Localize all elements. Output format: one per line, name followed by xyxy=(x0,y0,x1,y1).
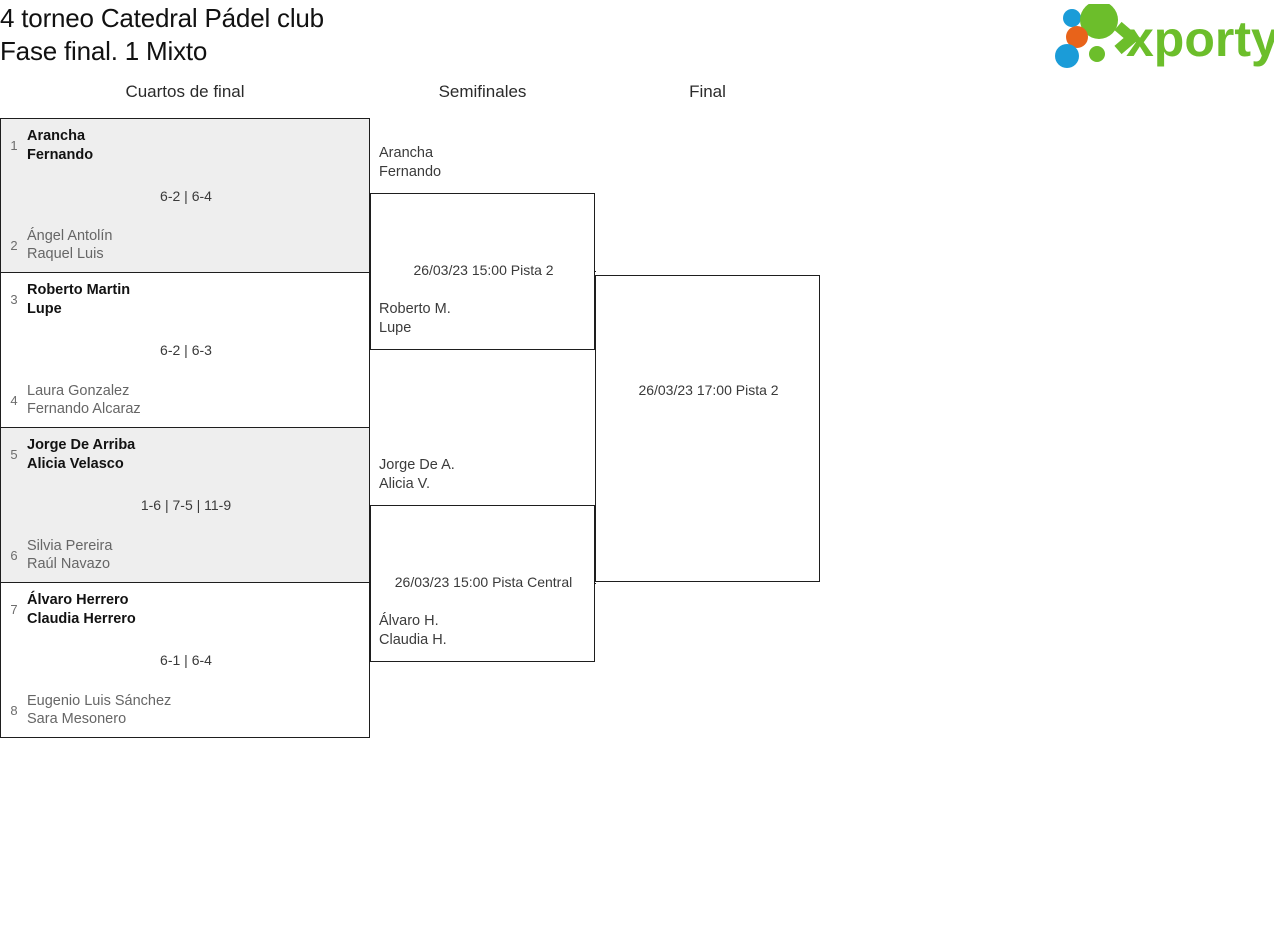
match-team-top[interactable]: 1 Arancha Fernando xyxy=(1,127,369,164)
logo-chevron-icon xyxy=(1114,21,1141,55)
team-players: Laura Gonzalez Fernando Alcaraz xyxy=(27,382,141,419)
logo-dot-blue-top xyxy=(1063,9,1081,27)
match-schedule: 26/03/23 15:00 Pista Central xyxy=(394,574,573,590)
match-score: 6-2 | 6-4 xyxy=(160,188,212,204)
player-name-2: Lupe xyxy=(379,319,412,336)
page-header: 4 torneo Catedral Pádel club Fase final.… xyxy=(0,0,1280,82)
player-name-1: Eugenio Luis Sánchez xyxy=(27,692,172,709)
player-name-2: Fernando Alcaraz xyxy=(27,401,141,418)
player-name-2: Claudia H. xyxy=(379,631,447,648)
seed-number: 5 xyxy=(10,447,18,463)
seed-number: 2 xyxy=(10,237,18,253)
match-team-top[interactable]: Arancha Fernando xyxy=(379,144,441,181)
player-name-2: Fernando xyxy=(27,146,94,163)
team-players: Arancha Fernando xyxy=(27,127,93,164)
player-name-2: Fernando xyxy=(379,163,442,180)
semifinal-match-2[interactable]: Jorge De A. Alicia V. 26/03/23 15:00 Pis… xyxy=(370,457,595,662)
final-match[interactable]: 26/03/23 17:00 Pista 2 xyxy=(595,275,820,582)
match-team-top[interactable]: 5 Jorge De Arriba Alicia Velasco xyxy=(1,436,369,473)
team-players: Jorge De Arriba Alicia Velasco xyxy=(27,436,135,473)
player-name-2: Raúl Navazo xyxy=(27,556,111,573)
player-name-1: Álvaro H. xyxy=(379,613,439,629)
round-header-final: Final xyxy=(689,82,726,101)
player-name-2: Alicia Velasco xyxy=(27,455,124,472)
seed-number: 4 xyxy=(10,392,18,408)
player-name-2: Claudia Herrero xyxy=(27,610,136,627)
xporty-logo[interactable]: xporty xyxy=(1052,1,1279,70)
round-headers: Cuartos de final Semifinales Final xyxy=(0,82,1280,118)
team-players: Eugenio Luis Sánchez Sara Mesonero xyxy=(27,692,171,729)
player-name-1: Silvia Pereira xyxy=(27,537,113,554)
logo-wordmark: xporty xyxy=(1126,11,1274,67)
player-name-1: Roberto Martin xyxy=(27,282,131,298)
player-name-2: Sara Mesonero xyxy=(27,711,127,728)
quarterfinal-match-4[interactable]: 7 Álvaro Herrero Claudia Herrero 6-1 | 6… xyxy=(0,583,370,738)
xporty-logo-svg: xporty xyxy=(1055,1,1279,68)
player-name-2: Alicia V. xyxy=(379,475,431,492)
match-team-bottom[interactable]: 8 Eugenio Luis Sánchez Sara Mesonero xyxy=(1,692,369,729)
match-team-top[interactable]: 7 Álvaro Herrero Claudia Herrero xyxy=(1,591,369,628)
logo-dot-orange xyxy=(1066,26,1088,48)
tournament-bracket: 1 Arancha Fernando 6-2 | 6-4 2 Ángel Ant… xyxy=(0,118,1280,878)
tournament-name: 4 torneo Catedral Pádel club xyxy=(0,3,324,33)
player-name-1: Roberto M. xyxy=(379,301,451,317)
match-schedule: 26/03/23 15:00 Pista 2 xyxy=(413,262,554,278)
semifinal-match-1[interactable]: Arancha Fernando 26/03/23 15:00 Pista 2 … xyxy=(370,145,595,350)
player-name-2: Lupe xyxy=(27,300,62,317)
team-players: Álvaro Herrero Claudia Herrero xyxy=(27,591,136,628)
match-schedule: 26/03/23 17:00 Pista 2 xyxy=(638,382,779,398)
connector-semifinal-2-to-final xyxy=(595,583,596,584)
player-name-1: Ángel Antolín xyxy=(27,227,113,244)
match-team-bottom[interactable]: Álvaro H. Claudia H. xyxy=(379,612,447,649)
player-name-1: Álvaro Herrero xyxy=(27,592,129,608)
match-score: 6-2 | 6-3 xyxy=(160,342,212,358)
player-name-1: Jorge De Arriba xyxy=(27,437,136,453)
player-name-1: Laura Gonzalez xyxy=(27,382,130,399)
match-team-bottom[interactable]: 6 Silvia Pereira Raúl Navazo xyxy=(1,537,369,574)
player-name-1: Jorge De A. xyxy=(379,457,455,473)
quarterfinal-match-2[interactable]: 3 Roberto Martin Lupe 6-2 | 6-3 4 Laura … xyxy=(0,273,370,428)
match-team-bottom[interactable]: 4 Laura Gonzalez Fernando Alcaraz xyxy=(1,382,369,419)
quarterfinal-match-1[interactable]: 1 Arancha Fernando 6-2 | 6-4 2 Ángel Ant… xyxy=(0,118,370,273)
seed-number: 3 xyxy=(10,292,18,308)
logo-dot-green-small xyxy=(1089,46,1105,62)
match-score: 1-6 | 7-5 | 11-9 xyxy=(140,497,232,513)
player-name-1: Arancha xyxy=(27,128,86,144)
round-header-semifinals: Semifinales xyxy=(438,82,527,101)
team-players: Silvia Pereira Raúl Navazo xyxy=(27,537,112,574)
seed-number: 8 xyxy=(10,702,18,718)
match-team-top[interactable]: Jorge De A. Alicia V. xyxy=(379,456,455,493)
round-header-quarterfinals: Cuartos de final xyxy=(125,82,245,101)
logo-dot-green-large xyxy=(1080,1,1118,39)
page-title: 4 torneo Catedral Pádel club Fase final.… xyxy=(0,2,324,67)
player-name-2: Raquel Luis xyxy=(27,246,104,263)
team-players: Roberto Martin Lupe xyxy=(27,281,130,318)
match-team-top[interactable]: 3 Roberto Martin Lupe xyxy=(1,281,369,318)
quarterfinal-match-3[interactable]: 5 Jorge De Arriba Alicia Velasco 1-6 | 7… xyxy=(0,428,370,583)
seed-number: 7 xyxy=(10,602,18,618)
seed-number: 6 xyxy=(10,547,18,563)
logo-dot-blue-bottom xyxy=(1055,44,1079,68)
match-team-bottom[interactable]: 2 Ángel Antolín Raquel Luis xyxy=(1,227,369,264)
player-name-1: Arancha xyxy=(379,145,434,161)
match-team-bottom[interactable]: Roberto M. Lupe xyxy=(379,300,451,337)
tournament-phase: Fase final. 1 Mixto xyxy=(0,35,208,66)
team-players: Ángel Antolín Raquel Luis xyxy=(27,227,112,264)
match-score: 6-1 | 6-4 xyxy=(160,652,212,668)
connector-semifinal-1-to-final xyxy=(595,271,596,272)
seed-number: 1 xyxy=(10,138,18,154)
